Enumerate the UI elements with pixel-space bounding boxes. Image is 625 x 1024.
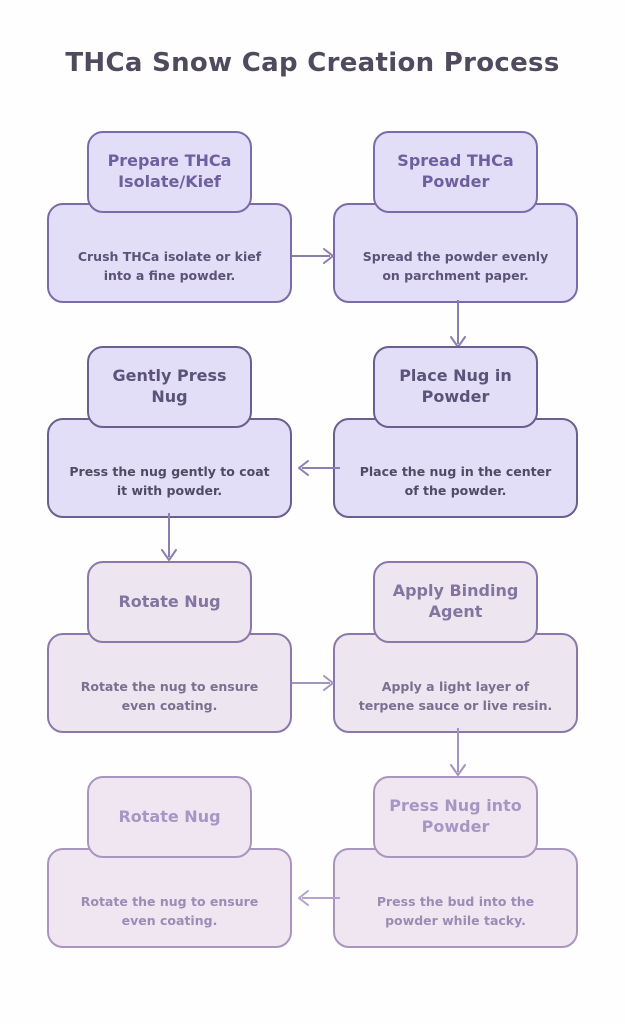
step-body-card: Rotate the nug to ensure even coating. [47, 848, 292, 948]
connector-apply-to-press-nug [447, 728, 469, 782]
step-title: Rotate Nug [118, 806, 221, 826]
page-title: THCa Snow Cap Creation Process [65, 48, 560, 78]
step-title: Prepare THCa Isolate/Kief [107, 151, 232, 191]
step-header-card[interactable]: Place Nug in Powder [373, 346, 538, 428]
step-header-card[interactable]: Prepare THCa Isolate/Kief [87, 131, 252, 213]
step-description: Rotate the nug to ensure even coating. [80, 678, 259, 713]
connector-place-to-press [292, 457, 340, 479]
step-body-card: Press the nug gently to coat it with pow… [47, 418, 292, 518]
step-body-card: Crush THCa isolate or kief into a fine p… [47, 203, 292, 303]
step-description: Rotate the nug to ensure even coating. [80, 893, 259, 928]
step-description: Press the nug gently to coat it with pow… [69, 463, 270, 498]
step-header-card[interactable]: Gently Press Nug [87, 346, 252, 428]
step-header-card[interactable]: Press Nug into Powder [373, 776, 538, 858]
step-description: Apply a light layer of terpene sauce or … [358, 678, 553, 713]
step-title: Press Nug into Powder [389, 796, 522, 836]
connector-press-to-rotate [158, 513, 180, 567]
step-title: Spread THCa Powder [397, 151, 514, 191]
step-description: Spread the powder evenly on parchment pa… [362, 248, 549, 283]
step-title: Rotate Nug [118, 591, 221, 611]
connector-rotate-to-apply [292, 672, 340, 694]
step-description: Crush THCa isolate or kief into a fine p… [77, 248, 262, 283]
connector-press-nug-to-rotate [292, 887, 340, 909]
step-description: Place the nug in the center of the powde… [359, 463, 552, 498]
step-header-card[interactable]: Rotate Nug [87, 776, 252, 858]
step-body-card: Rotate the nug to ensure even coating. [47, 633, 292, 733]
connector-prepare-to-spread [292, 245, 340, 267]
step-header-card[interactable]: Spread THCa Powder [373, 131, 538, 213]
step-description: Press the bud into the powder while tack… [376, 893, 535, 928]
step-title: Gently Press Nug [112, 366, 227, 406]
step-title: Apply Binding Agent [392, 581, 519, 621]
step-header-card[interactable]: Rotate Nug [87, 561, 252, 643]
step-body-card: Spread the powder evenly on parchment pa… [333, 203, 578, 303]
step-body-card: Apply a light layer of terpene sauce or … [333, 633, 578, 733]
step-title: Place Nug in Powder [399, 366, 512, 406]
step-header-card[interactable]: Apply Binding Agent [373, 561, 538, 643]
step-body-card: Place the nug in the center of the powde… [333, 418, 578, 518]
step-body-card: Press the bud into the powder while tack… [333, 848, 578, 948]
